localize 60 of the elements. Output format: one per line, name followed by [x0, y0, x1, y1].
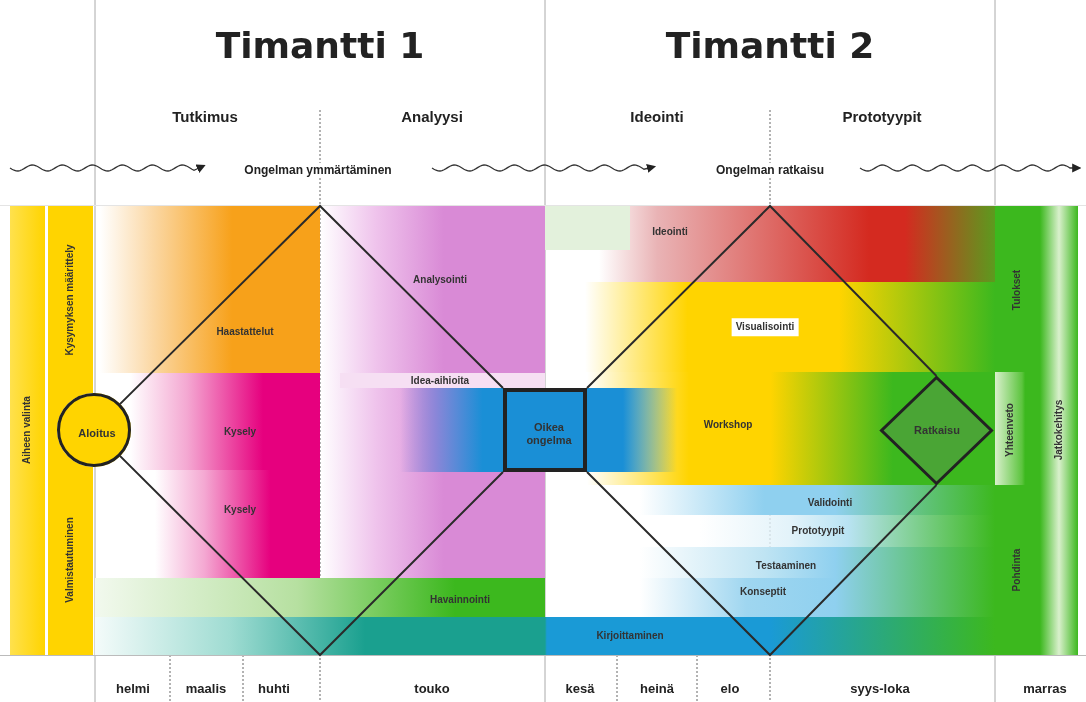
month-label: maalis	[185, 680, 227, 696]
column-label: Tulokset	[1011, 269, 1023, 311]
phase-heading: Tutkimus	[172, 107, 238, 125]
node-label: Prototyypit	[791, 525, 845, 537]
node-label: Validointi	[807, 497, 853, 509]
node-label: Visualisointi	[731, 318, 799, 336]
column-band	[995, 372, 1040, 485]
month-label: elo	[720, 680, 740, 696]
node-label: Testaaminen	[755, 560, 817, 572]
gradient-bar	[400, 388, 503, 472]
column-band	[995, 206, 1040, 372]
month-label: touko	[414, 680, 450, 696]
gradient-bar	[155, 470, 320, 578]
gradient-bar	[585, 282, 995, 372]
column-label: Valmistautuminen	[64, 517, 76, 603]
node-label: Ideointi	[652, 226, 688, 238]
gradient-bar	[100, 206, 320, 373]
node-label: Workshop	[703, 419, 753, 431]
diamond-heading: Timantti 2	[665, 24, 875, 66]
month-label: huhti	[258, 680, 290, 696]
month-label: heinä	[640, 680, 674, 696]
node-label: Oikea ongelma	[525, 421, 573, 447]
solution-diamond	[880, 376, 993, 485]
node-label: Havainnointi	[430, 594, 490, 606]
problem-box	[503, 388, 587, 472]
gradient-bar	[545, 206, 630, 250]
gradient-bar	[130, 373, 320, 470]
gradient-bar	[340, 373, 545, 388]
column-label: Aiheen valinta	[21, 396, 33, 464]
gradient-bar	[587, 372, 995, 485]
month-label: marras	[1023, 680, 1067, 696]
column-band	[995, 485, 1040, 655]
node-label: Idea-aihioita	[410, 375, 470, 387]
column-label: Kysymyksen määrittely	[64, 244, 76, 356]
node-label: Kysely	[223, 504, 257, 516]
phase-heading: Prototyypit	[842, 107, 922, 125]
column-band	[48, 206, 93, 393]
column-band	[48, 467, 93, 655]
month-label: kesä	[565, 680, 595, 696]
month-label: syys-loka	[850, 680, 910, 696]
gradient-bar	[545, 206, 995, 282]
column-band	[1040, 206, 1078, 655]
column-label: Pohdinta	[1011, 548, 1023, 592]
month-label: helmi	[116, 680, 150, 696]
node-label: Aloitus	[78, 426, 116, 440]
gradient-bar	[95, 617, 995, 655]
phase-heading: Ideointi	[630, 107, 684, 125]
column-band	[10, 206, 45, 655]
node-label: Analysointi	[413, 274, 467, 286]
diamond-heading: Timantti 1	[215, 24, 425, 66]
gradient-bar	[95, 578, 545, 617]
node-label: Ratkaisu	[914, 423, 960, 437]
phase-heading: Analyysi	[401, 107, 463, 125]
gradient-bar	[587, 388, 677, 472]
node-label: Kirjoittaminen	[596, 630, 664, 642]
column-label: Yhteenveto	[1004, 403, 1016, 457]
node-label: Konseptit	[739, 586, 787, 598]
column-label: Jatkokehitys	[1053, 399, 1065, 461]
node-label: Kysely	[223, 426, 257, 438]
node-label: Haastattelut	[216, 326, 274, 338]
